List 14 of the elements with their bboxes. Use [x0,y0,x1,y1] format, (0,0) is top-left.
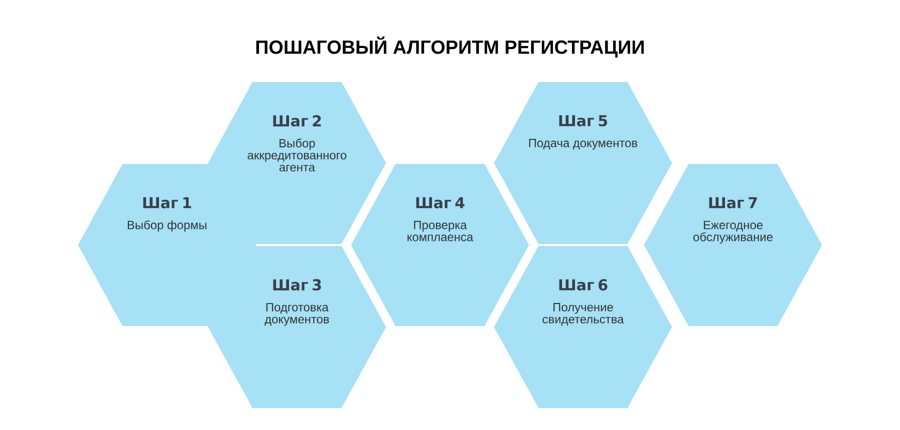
node-label: Шаг 4 [416,197,464,208]
node-label: Шаг 7 [709,197,757,208]
node-label: Проверка комплаенса [408,220,474,242]
hexagon: Шаг 6 Получение свидетельства [494,246,672,408]
hexagon: Шаг 5 Подача документов [494,82,672,244]
hexagon: Шаг 4 Проверка комплаенса [351,164,529,326]
node-label: Шаг 1 [143,197,192,208]
title: ПОШАГОВЫЙ АЛГОРИТМ РЕГИСТРАЦИИ [256,36,644,58]
hexagon: Шаг 7 Ежегодное обслуживание [644,164,822,326]
hexagon: Шаг 2 Выбор аккредитованного агента [208,82,386,244]
hexagon: Шаг 1 Выбор формы [78,164,256,326]
node-label: Ежегодное обслуживание [693,220,773,244]
hexagon: Шаг 3 Подготовка документов [208,246,386,408]
node-label: Выбор формы [128,220,206,232]
